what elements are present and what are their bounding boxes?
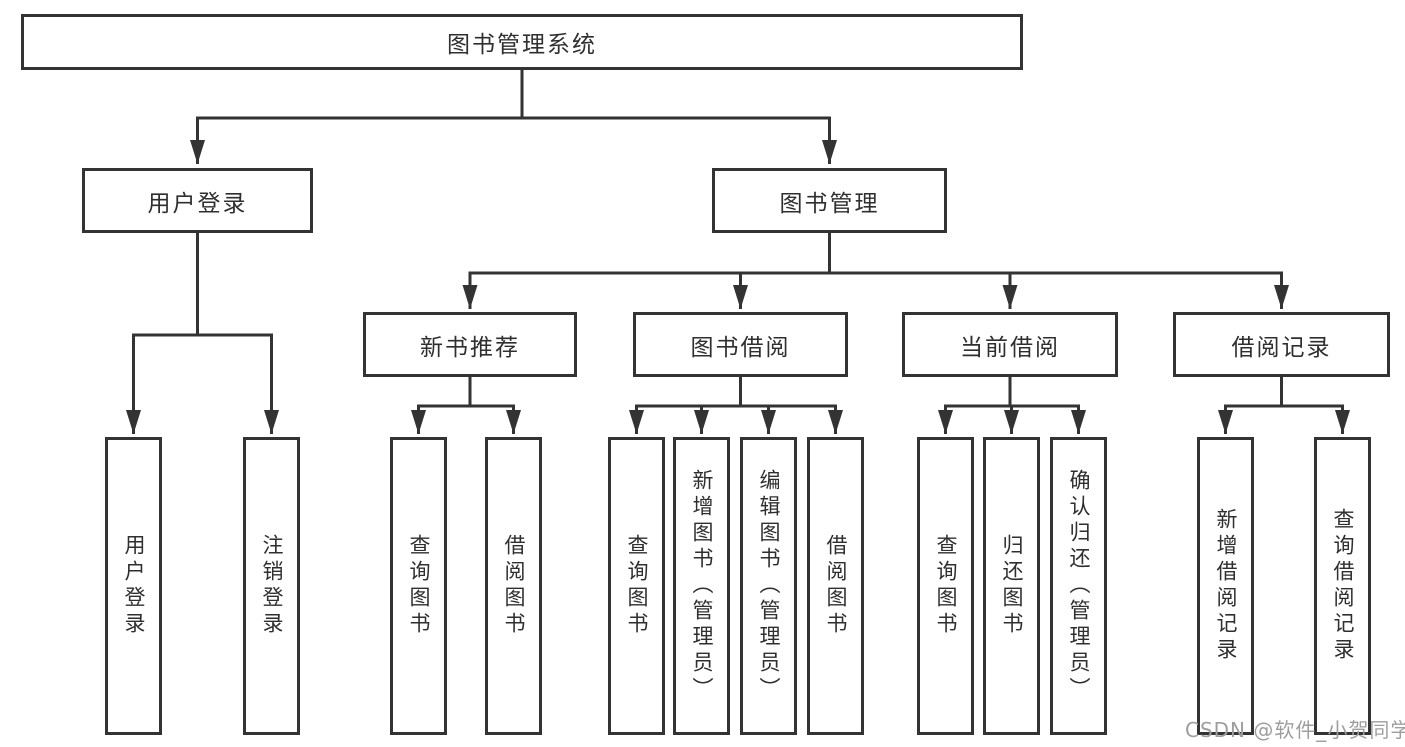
leaf-borrow-add-books-admin: 新增图书（管理员） [673, 437, 730, 735]
csdn-watermark: CSDN @软件_小贺同学 [1185, 718, 1405, 742]
leaf-logout: 注销登录 [243, 437, 300, 735]
leaf-record-add-borrow-record: 新增借阅记录 [1197, 437, 1254, 735]
leaf-borrow-borrow-books: 借阅图书 [807, 437, 864, 735]
leaf-user-login: 用户登录 [105, 437, 162, 735]
leaf-borrow-edit-books-admin: 编辑图书（管理员） [740, 437, 797, 735]
node-book-borrowing: 图书借阅 [633, 312, 848, 377]
leaf-newbook-query-books: 查询图书 [390, 437, 447, 735]
leaf-record-query-borrow-record: 查询借阅记录 [1314, 437, 1371, 735]
node-borrowing-records: 借阅记录 [1173, 312, 1390, 377]
node-root-library-system: 图书管理系统 [21, 14, 1023, 70]
node-new-book-recommend: 新书推荐 [363, 312, 577, 377]
node-book-management: 图书管理 [712, 168, 947, 233]
leaf-current-confirm-return-admin: 确认归还（管理员） [1050, 437, 1107, 735]
leaf-borrow-query-books: 查询图书 [608, 437, 665, 735]
node-user-login: 用户登录 [82, 168, 313, 233]
node-current-borrowing: 当前借阅 [902, 312, 1118, 377]
leaf-current-return-books: 归还图书 [983, 437, 1040, 735]
leaf-current-query-books: 查询图书 [917, 437, 974, 735]
leaf-newbook-borrow-books: 借阅图书 [485, 437, 542, 735]
